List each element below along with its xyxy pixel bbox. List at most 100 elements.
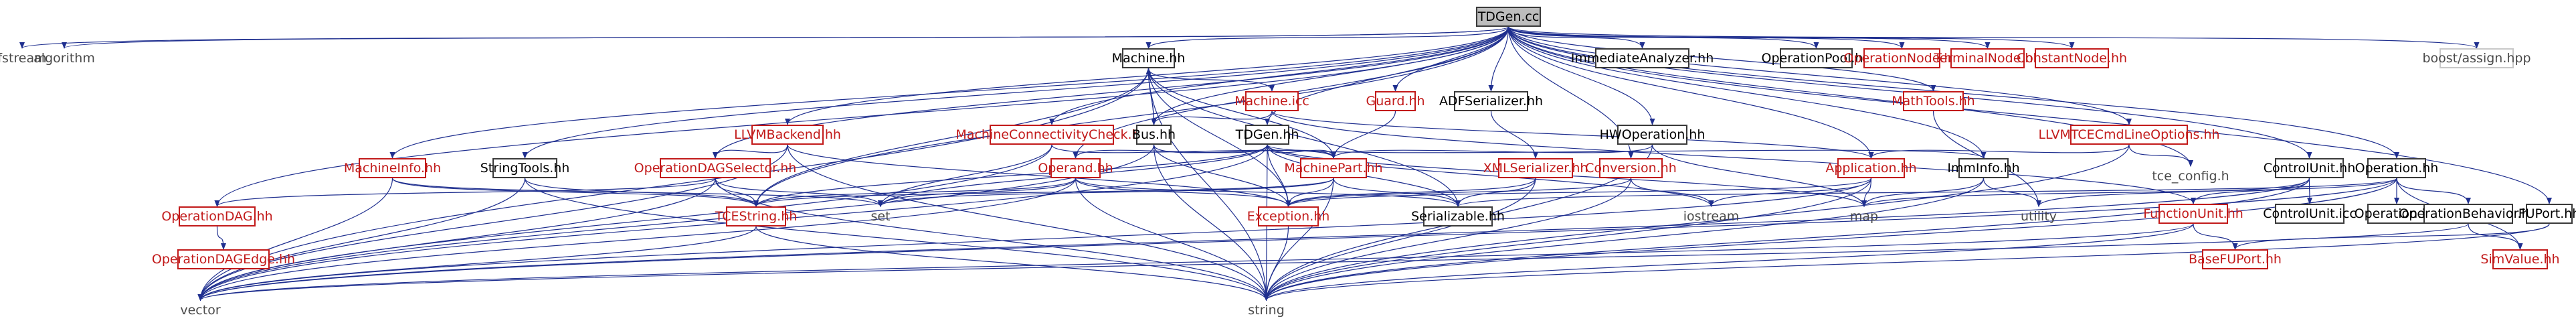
edge-95 bbox=[197, 178, 716, 301]
edge-72 bbox=[2128, 144, 2193, 167]
edge-89 bbox=[524, 178, 759, 207]
edge-76 bbox=[1263, 178, 2310, 301]
edge-131 bbox=[197, 226, 757, 301]
node-label: LLVMBackend.hh bbox=[734, 127, 841, 142]
edge-123 bbox=[1263, 223, 2194, 301]
edge-55 bbox=[1153, 144, 1269, 301]
node-constantnode-hh[interactable]: ConstantNode.hh bbox=[2017, 48, 2127, 68]
edge-48 bbox=[787, 144, 1269, 301]
node-operation-hh[interactable]: Operation.hh bbox=[2355, 158, 2438, 178]
edge-58 bbox=[1073, 144, 1268, 159]
node-llvmtcecmdlineoptions-hh[interactable]: LLVMTCECmdLineOptions.hh bbox=[2038, 125, 2220, 145]
node-operationnode-hh[interactable]: OperationNode.hh bbox=[1843, 48, 1960, 68]
edge-108 bbox=[1285, 178, 1536, 207]
node-operationbehavior-hh[interactable]: OperationBehavior.hh bbox=[2399, 204, 2538, 224]
node-hwoperation-hh[interactable]: HWOperation.hh bbox=[1600, 125, 1705, 145]
node-label: Bus.hh bbox=[1131, 127, 1176, 142]
node-tdgen-hh[interactable]: TDGen.hh bbox=[1236, 125, 1299, 145]
node-terminalnode-hh[interactable]: TerminalNode.hh bbox=[1934, 48, 2041, 68]
node-fuport-hh[interactable]: FUPort.hh bbox=[2518, 204, 2576, 224]
edge-38 bbox=[1147, 68, 1269, 301]
node-operation-icc[interactable]: Operation.icc bbox=[2355, 204, 2439, 224]
node-llvmbackend-hh[interactable]: LLVMBackend.hh bbox=[734, 125, 841, 145]
edge-34 bbox=[1147, 68, 1291, 207]
node-adfserializer-hh[interactable]: ADFSerializer.hh bbox=[1439, 91, 1543, 111]
node-label: ImmInfo.hh bbox=[1947, 161, 2020, 176]
edge-130 bbox=[755, 226, 1269, 301]
node-label: Machine.hh bbox=[1111, 51, 1186, 66]
edge-45 bbox=[713, 144, 788, 159]
node-machineconnectivitycheck-hh[interactable]: MachineConnectivityCheck.hh bbox=[955, 125, 1148, 145]
node-controlunit-icc[interactable]: ControlUnit.icc bbox=[2263, 204, 2357, 224]
node-label: OperationDAGEdge.hh bbox=[151, 252, 296, 267]
node-operationdag-hh[interactable]: OperationDAG.hh bbox=[161, 206, 273, 226]
edge-39 bbox=[1151, 111, 1273, 125]
node-operationpool-hh[interactable]: OperationPool.hh bbox=[1762, 48, 1871, 68]
edge-12 bbox=[785, 26, 1509, 125]
edge-31 bbox=[1147, 68, 1275, 92]
node-machineinfo-hh[interactable]: MachineInfo.hh bbox=[344, 158, 441, 178]
edge-2 bbox=[1145, 26, 1509, 49]
node-functionunit-hh[interactable]: FunctionUnit.hh bbox=[2143, 204, 2243, 224]
node-mathtools-hh[interactable]: MathTools.hh bbox=[1892, 91, 1975, 111]
edge-7 bbox=[1507, 26, 2075, 49]
node-label: Application.hh bbox=[1825, 161, 1917, 176]
edge-90 bbox=[524, 178, 1269, 301]
node-simvalue-hh[interactable]: SimValue.hh bbox=[2480, 249, 2560, 269]
node-label: fstream bbox=[0, 51, 47, 66]
edge-8 bbox=[1507, 26, 2480, 49]
node-exception-hh[interactable]: Exception.hh bbox=[1247, 206, 1329, 226]
node-operationdagselector-hh[interactable]: OperationDAGSelector.hh bbox=[634, 158, 796, 178]
edge-77 bbox=[2036, 178, 2310, 207]
node-serializable-hh[interactable]: Serializable.hh bbox=[1411, 206, 1505, 226]
node-machine-icc[interactable]: Machine.icc bbox=[1234, 91, 1309, 111]
node-label: XMLSerializer.hh bbox=[1483, 161, 1588, 176]
node-map: map bbox=[1850, 206, 1878, 226]
node-iostream: iostream bbox=[1683, 206, 1740, 226]
edge-10 bbox=[1488, 26, 1509, 92]
edge-78 bbox=[197, 178, 2310, 301]
node-label: HWOperation.hh bbox=[1599, 127, 1706, 142]
node-label: MachineInfo.hh bbox=[343, 161, 442, 176]
node-machine-hh[interactable]: Machine.hh bbox=[1112, 48, 1185, 68]
edge-119 bbox=[1861, 178, 1985, 207]
edge-36 bbox=[753, 68, 1149, 207]
node-bus-hh[interactable]: Bus.hh bbox=[1132, 125, 1176, 145]
node-xmlserializer-hh[interactable]: XMLSerializer.hh bbox=[1483, 158, 1588, 178]
node-label: tce_config.h bbox=[2152, 169, 2229, 184]
node-application-hh[interactable]: Application.hh bbox=[1825, 158, 1917, 178]
node-label: MachinePart.hh bbox=[1284, 161, 1383, 176]
edge-120 bbox=[1983, 178, 2041, 207]
node-controlunit-hh[interactable]: ControlUnit.hh bbox=[2264, 158, 2355, 178]
node-operand-hh[interactable]: Operand.hh bbox=[1038, 158, 1113, 178]
node-conversion-hh[interactable]: Conversion.hh bbox=[1585, 158, 1677, 178]
node-stringtools-hh[interactable]: StringTools.hh bbox=[480, 158, 569, 178]
node-label: ADFSerializer.hh bbox=[1439, 94, 1544, 109]
edge-73 bbox=[1263, 144, 2130, 301]
edge-54 bbox=[1153, 144, 1291, 207]
edge-17 bbox=[1507, 26, 2132, 125]
edge-63 bbox=[1267, 144, 1714, 207]
node-algorithm: algorithm bbox=[33, 48, 95, 68]
edge-112 bbox=[1263, 178, 1632, 301]
edge-96 bbox=[715, 178, 1269, 301]
node-label: Machine.icc bbox=[1234, 94, 1309, 109]
node-label: StringTools.hh bbox=[480, 161, 570, 176]
edge-91 bbox=[197, 178, 526, 301]
node-machinepart-hh[interactable]: MachinePart.hh bbox=[1284, 158, 1383, 178]
node-guard-hh[interactable]: Guard.hh bbox=[1366, 91, 1425, 111]
node-vector: vector bbox=[180, 300, 220, 320]
node-imminfo-hh[interactable]: ImmInfo.hh bbox=[1947, 158, 2020, 178]
edge-100 bbox=[878, 178, 1077, 207]
node-tcestring-hh[interactable]: TCEString.hh bbox=[715, 206, 797, 226]
edge-29 bbox=[214, 26, 1509, 207]
node-immediateanalyzer-hh[interactable]: ImmediateAnalyzer.hh bbox=[1571, 48, 1714, 68]
node-basefuport-hh[interactable]: BaseFUPort.hh bbox=[2189, 249, 2282, 269]
edge-85 bbox=[1861, 178, 2397, 207]
node-label: ConstantNode.hh bbox=[2016, 51, 2128, 66]
node-operationdagedge-hh[interactable]: OperationDAGEdge.hh bbox=[152, 249, 295, 269]
edge-105 bbox=[753, 178, 1334, 207]
edge-101 bbox=[1075, 178, 1269, 301]
node-boost-assign-hpp: boost/assign.hpp bbox=[2422, 48, 2531, 68]
node-string: string bbox=[1248, 300, 1285, 320]
